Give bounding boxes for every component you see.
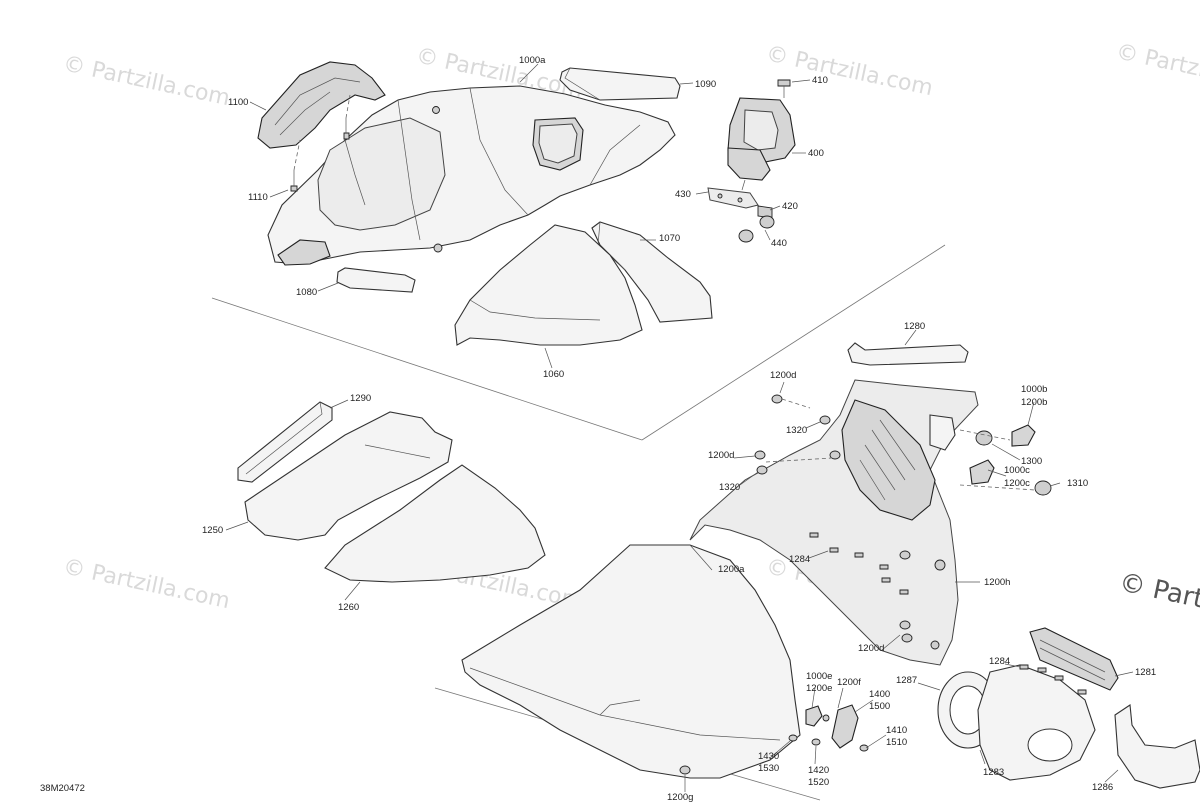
leader-lines: [225, 63, 1134, 792]
callout-1100: 1100: [228, 97, 248, 108]
foam-1090: [559, 67, 681, 101]
grommet-1310: [1034, 480, 1052, 496]
callout-1250: 1250: [202, 525, 223, 536]
pad-1290: [237, 401, 333, 483]
callout-1080: 1080: [296, 287, 317, 298]
watermark-text: © Partzilla.com: [61, 51, 232, 111]
callout-1090: 1090: [695, 79, 716, 90]
callout-430: 430: [675, 189, 691, 200]
callout-1000a: 1000a: [519, 55, 546, 66]
bracket-430: [707, 187, 759, 209]
foam-1280: [847, 342, 969, 366]
washer-1410: [859, 744, 869, 752]
callout-1500: 1500: [869, 701, 890, 712]
washer-1430: [788, 734, 798, 742]
clip-1000e: [805, 705, 830, 727]
callout-1284-low: 1284: [989, 656, 1010, 667]
screws-1110: [290, 94, 351, 192]
callout-1200d-low: 1200d: [858, 643, 884, 654]
washer-1200g: [679, 765, 691, 775]
callout-1320-mid: 1320: [719, 482, 740, 493]
pad-1260: [324, 464, 546, 583]
watermark-text: © Partzilla.com: [764, 41, 935, 101]
callout-1000c: 1000c: [1004, 465, 1030, 476]
callout-1283: 1283: [983, 767, 1004, 778]
duct-1286: [1114, 704, 1200, 789]
callout-420: 420: [782, 201, 798, 212]
callout-1200e: 1200e: [806, 683, 832, 694]
housing-400: [727, 97, 796, 191]
pad-1250: [244, 411, 453, 541]
panel-1200a: [461, 544, 801, 779]
clip-1000c: [969, 459, 995, 485]
callout-1200d-mid: 1200d: [708, 450, 734, 461]
callout-400: 400: [808, 148, 824, 159]
callout-1200d-top: 1200d: [770, 370, 796, 381]
document-id: 38M20472: [40, 783, 85, 794]
callout-1530: 1530: [758, 763, 779, 774]
callout-1110: 1110: [248, 192, 268, 203]
watermark-text: © Partzilla.com: [1114, 39, 1200, 99]
upper-front-fairing: [267, 85, 676, 266]
callout-1430: 1430: [758, 751, 779, 762]
callout-1284-mid: 1284: [789, 554, 810, 565]
callout-1200f: 1200f: [837, 677, 861, 688]
grommet-1300: [975, 430, 993, 446]
panel-1060: [454, 224, 643, 346]
callout-1520: 1520: [808, 777, 829, 788]
screw-410: [777, 79, 791, 98]
callout-1070: 1070: [659, 233, 680, 244]
screws-1284-lower: [1019, 664, 1087, 695]
callout-1200h: 1200h: [984, 577, 1010, 588]
watermark-side-text: © Partz: [1117, 568, 1200, 618]
callout-1400: 1400: [869, 689, 890, 700]
callout-1000e: 1000e: [806, 671, 832, 682]
callout-1310: 1310: [1067, 478, 1088, 489]
bracket-1400: [831, 704, 859, 749]
clip-1000b: [1011, 424, 1036, 447]
fasteners-1320: [754, 394, 841, 475]
nut-440: [738, 215, 775, 243]
callout-1280: 1280: [904, 321, 925, 332]
callout-1287: 1287: [896, 675, 917, 686]
grille-1281: [1029, 627, 1119, 691]
callout-1200b: 1200b: [1021, 397, 1047, 408]
callout-440: 440: [771, 238, 787, 249]
foam-1080: [336, 267, 416, 293]
callout-1286: 1286: [1092, 782, 1113, 793]
callout-1281: 1281: [1135, 667, 1156, 678]
watermark-text: © Partzilla.com: [61, 554, 232, 614]
callout-410: 410: [812, 75, 828, 86]
screws-1284: [809, 532, 913, 643]
washer-1420: [811, 738, 821, 746]
callout-1200g: 1200g: [667, 792, 693, 803]
callout-labels: 1000a 1090 1100 1110 1080 1070 1060 410 …: [202, 55, 1156, 803]
callout-1000b: 1000b: [1021, 384, 1047, 395]
callout-1510: 1510: [886, 737, 907, 748]
callout-1290: 1290: [350, 393, 371, 404]
callout-1200a: 1200a: [718, 564, 745, 575]
callout-1200c: 1200c: [1004, 478, 1030, 489]
callout-1320-top: 1320: [786, 425, 807, 436]
bracket-1100: [257, 61, 386, 149]
duct-1283: [977, 664, 1096, 781]
callout-1060: 1060: [543, 369, 564, 380]
callout-1300: 1300: [1021, 456, 1042, 467]
callout-1410: 1410: [886, 725, 907, 736]
callout-1420: 1420: [808, 765, 829, 776]
callout-1260: 1260: [338, 602, 359, 613]
